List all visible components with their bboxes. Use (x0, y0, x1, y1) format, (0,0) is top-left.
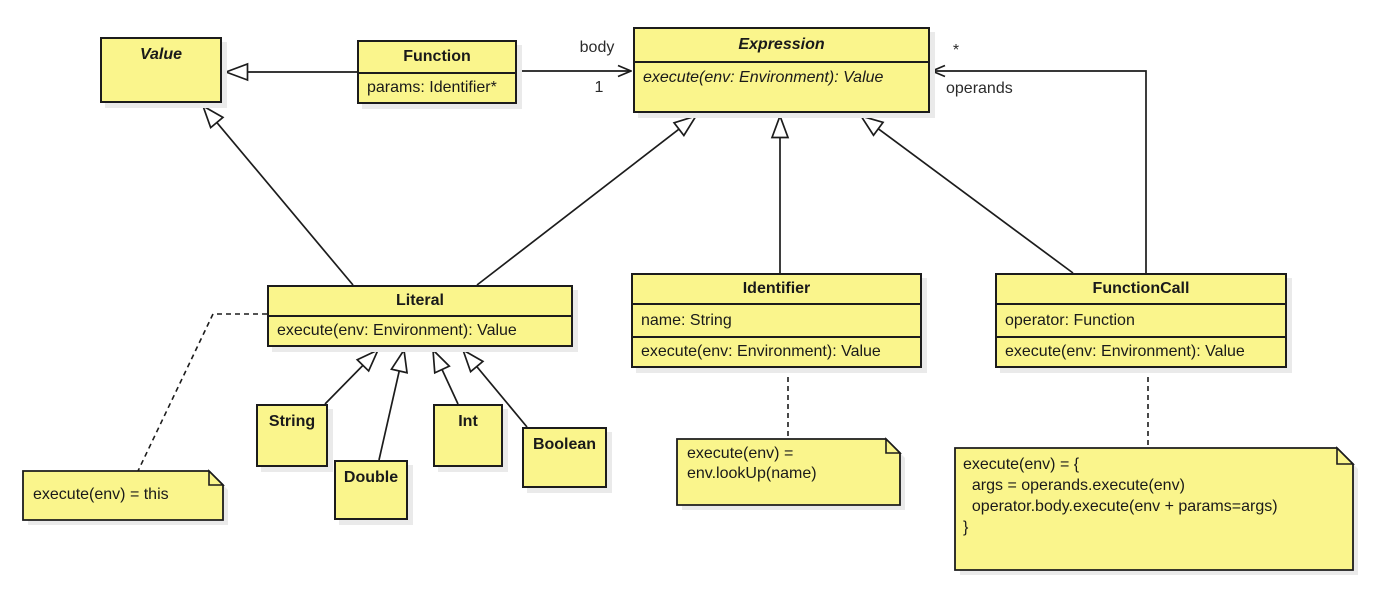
class-literal: Literal execute(env: Environment): Value (267, 285, 573, 347)
class-attribute: name: String (633, 303, 920, 336)
note-functioncall-text: execute(env) = { args = operands.execute… (963, 456, 1278, 536)
note-functioncall-shape (954, 446, 1355, 571)
class-boolean: Boolean (522, 427, 607, 488)
class-value: Value (100, 37, 222, 103)
class-title: FunctionCall (1092, 280, 1190, 297)
class-functioncall: FunctionCall operator: Function execute(… (995, 273, 1287, 368)
label-body-multiplicity: 1 (594, 79, 604, 96)
class-method: execute(env: Environment): Value (269, 315, 571, 345)
label-operands-role: operands (946, 80, 1013, 97)
note-identifier-shape (676, 437, 902, 506)
class-attribute: params: Identifier* (359, 72, 515, 102)
class-title: Literal (395, 292, 444, 309)
class-title: Expression (738, 36, 825, 53)
class-expression: Expression execute(env: Environment): Va… (633, 27, 930, 113)
class-double: Double (334, 460, 408, 520)
note-literal-shape (22, 469, 225, 521)
edge-functioncall-operands-association (932, 71, 1147, 273)
note-identifier-text: execute(env) = env.lookUp(name) (687, 445, 817, 482)
class-attribute: operator: Function (997, 303, 1285, 336)
class-title: Identifier (742, 280, 811, 297)
class-identifier: Identifier name: String execute(env: Env… (631, 273, 922, 368)
class-int: Int (433, 404, 503, 467)
class-title: Boolean (532, 436, 597, 453)
edge-literal-to-expression-inheritance (476, 116, 696, 286)
class-title: Double (343, 469, 399, 486)
label-body-role: body (579, 39, 615, 56)
edge-string-to-literal-inheritance (324, 350, 378, 405)
edge-boolean-to-literal-inheritance (463, 350, 528, 428)
class-title: Int (458, 413, 478, 430)
class-string: String (256, 404, 328, 467)
edge-functioncall-to-expression-inheritance (861, 116, 1074, 274)
note-anchor-literal (137, 313, 267, 472)
note-literal-text: execute(env) = this (33, 486, 169, 503)
edge-int-to-literal-inheritance (433, 350, 459, 405)
edge-double-to-literal-inheritance (378, 350, 404, 461)
class-function: Function params: Identifier* (357, 40, 517, 104)
label-operands-multiplicity: * (952, 42, 960, 59)
class-method: execute(env: Environment): Value (635, 61, 928, 111)
class-method: execute(env: Environment): Value (997, 336, 1285, 366)
class-title: Value (139, 46, 183, 63)
class-method: execute(env: Environment): Value (633, 336, 920, 366)
class-title: String (268, 413, 316, 430)
class-title: Function (403, 48, 471, 65)
edge-literal-to-value-inheritance (203, 106, 354, 286)
